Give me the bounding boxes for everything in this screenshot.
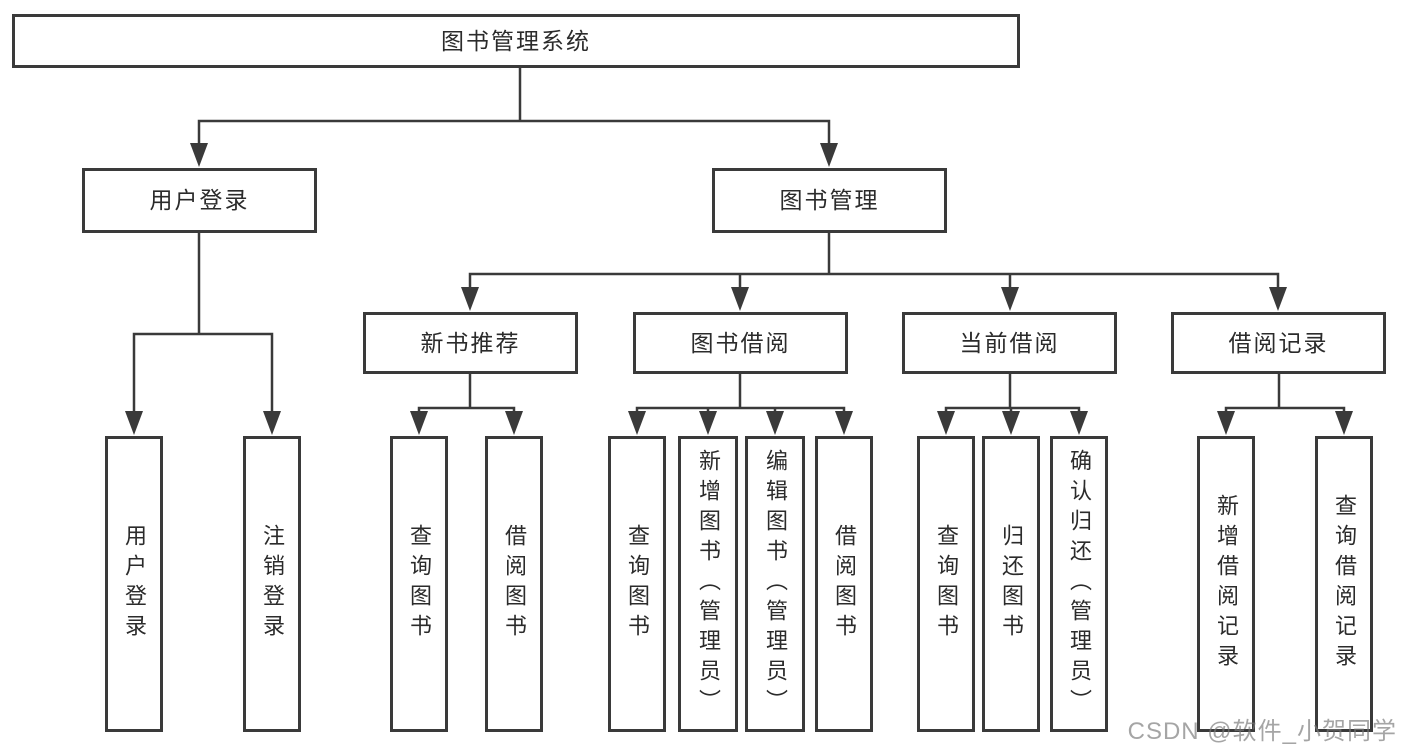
node-leaf-return-books: 归还图书 — [982, 436, 1040, 732]
node-leaf-query-books-1: 查询图书 — [390, 436, 448, 732]
node-current-borrowing: 当前借阅 — [902, 312, 1117, 374]
node-book-management: 图书管理 — [712, 168, 947, 233]
node-leaf-query-books-3: 查询图书 — [917, 436, 975, 732]
node-user-login: 用户登录 — [82, 168, 317, 233]
node-leaf-add-borrow-record: 新增借阅记录 — [1197, 436, 1255, 732]
node-leaf-edit-book-admin: 编辑图书（管理员） — [745, 436, 805, 732]
arrowheads — [125, 143, 1353, 435]
node-library-management-system: 图书管理系统 — [12, 14, 1020, 68]
node-leaf-query-borrow-record: 查询借阅记录 — [1315, 436, 1373, 732]
node-book-borrowing: 图书借阅 — [633, 312, 848, 374]
node-leaf-confirm-return-admin: 确认归还（管理员） — [1050, 436, 1108, 732]
watermark-text: CSDN @软件_小贺同学 — [1127, 718, 1397, 745]
node-leaf-add-book-admin: 新增图书（管理员） — [678, 436, 738, 732]
tree-edges — [132, 68, 1346, 430]
node-leaf-query-books-2: 查询图书 — [608, 436, 666, 732]
node-leaf-borrow-books-1: 借阅图书 — [485, 436, 543, 732]
node-leaf-logout: 注销登录 — [243, 436, 301, 732]
node-new-book-recommendation: 新书推荐 — [363, 312, 578, 374]
node-borrowing-records: 借阅记录 — [1171, 312, 1386, 374]
node-leaf-user-login: 用户登录 — [105, 436, 163, 732]
node-leaf-borrow-books-2: 借阅图书 — [815, 436, 873, 732]
